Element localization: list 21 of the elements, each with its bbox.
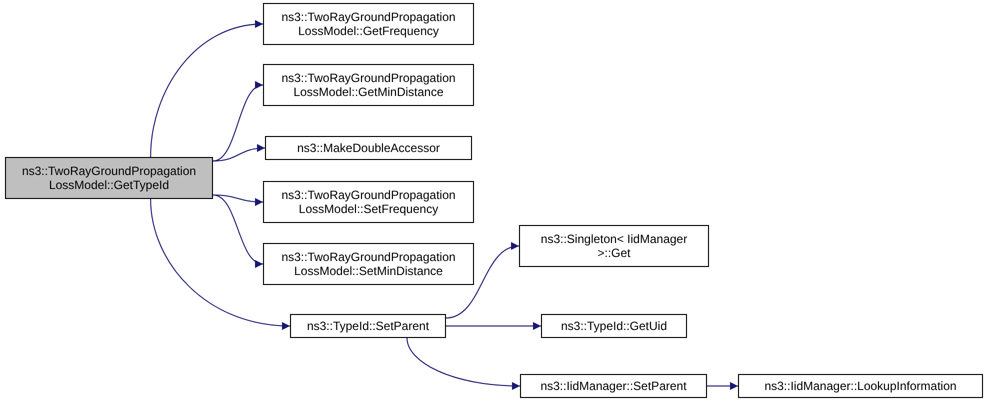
function-box: ns3::TwoRayGroundPropagation LossModel::SetFrequency <box>263 181 474 223</box>
function-box: ns3::IidManager::SetParent <box>520 374 707 398</box>
arrow <box>406 338 520 390</box>
function-box: ns3::TwoRayGroundPropagation LossModel::SetMinDistance <box>263 243 474 285</box>
arrow <box>212 194 264 266</box>
arrow <box>212 83 264 162</box>
arrow <box>446 322 542 330</box>
arrow <box>212 144 266 162</box>
function-box: ns3::TypeId::GetUid <box>541 314 687 338</box>
function-box: ns3::TwoRayGroundPropagation LossModel::GetTypeId <box>5 157 213 199</box>
function-box: ns3::TypeId::SetParent <box>290 314 446 338</box>
arrow <box>150 20 264 158</box>
arrow <box>212 194 264 206</box>
arrow <box>706 382 738 390</box>
function-box: ns3::TwoRayGroundPropagation LossModel::GetFrequency <box>263 3 474 45</box>
function-box: ns3::MakeDoubleAccessor <box>265 136 472 160</box>
arrow <box>446 243 520 318</box>
function-box: ns3::IidManager::LookupInformation <box>738 374 983 398</box>
function-box: ns3::TwoRayGroundPropagation LossModel::GetMinDistance <box>263 64 474 106</box>
function-box: ns3::Singleton< IidManager >::Get <box>519 225 709 267</box>
arrow <box>150 198 290 330</box>
